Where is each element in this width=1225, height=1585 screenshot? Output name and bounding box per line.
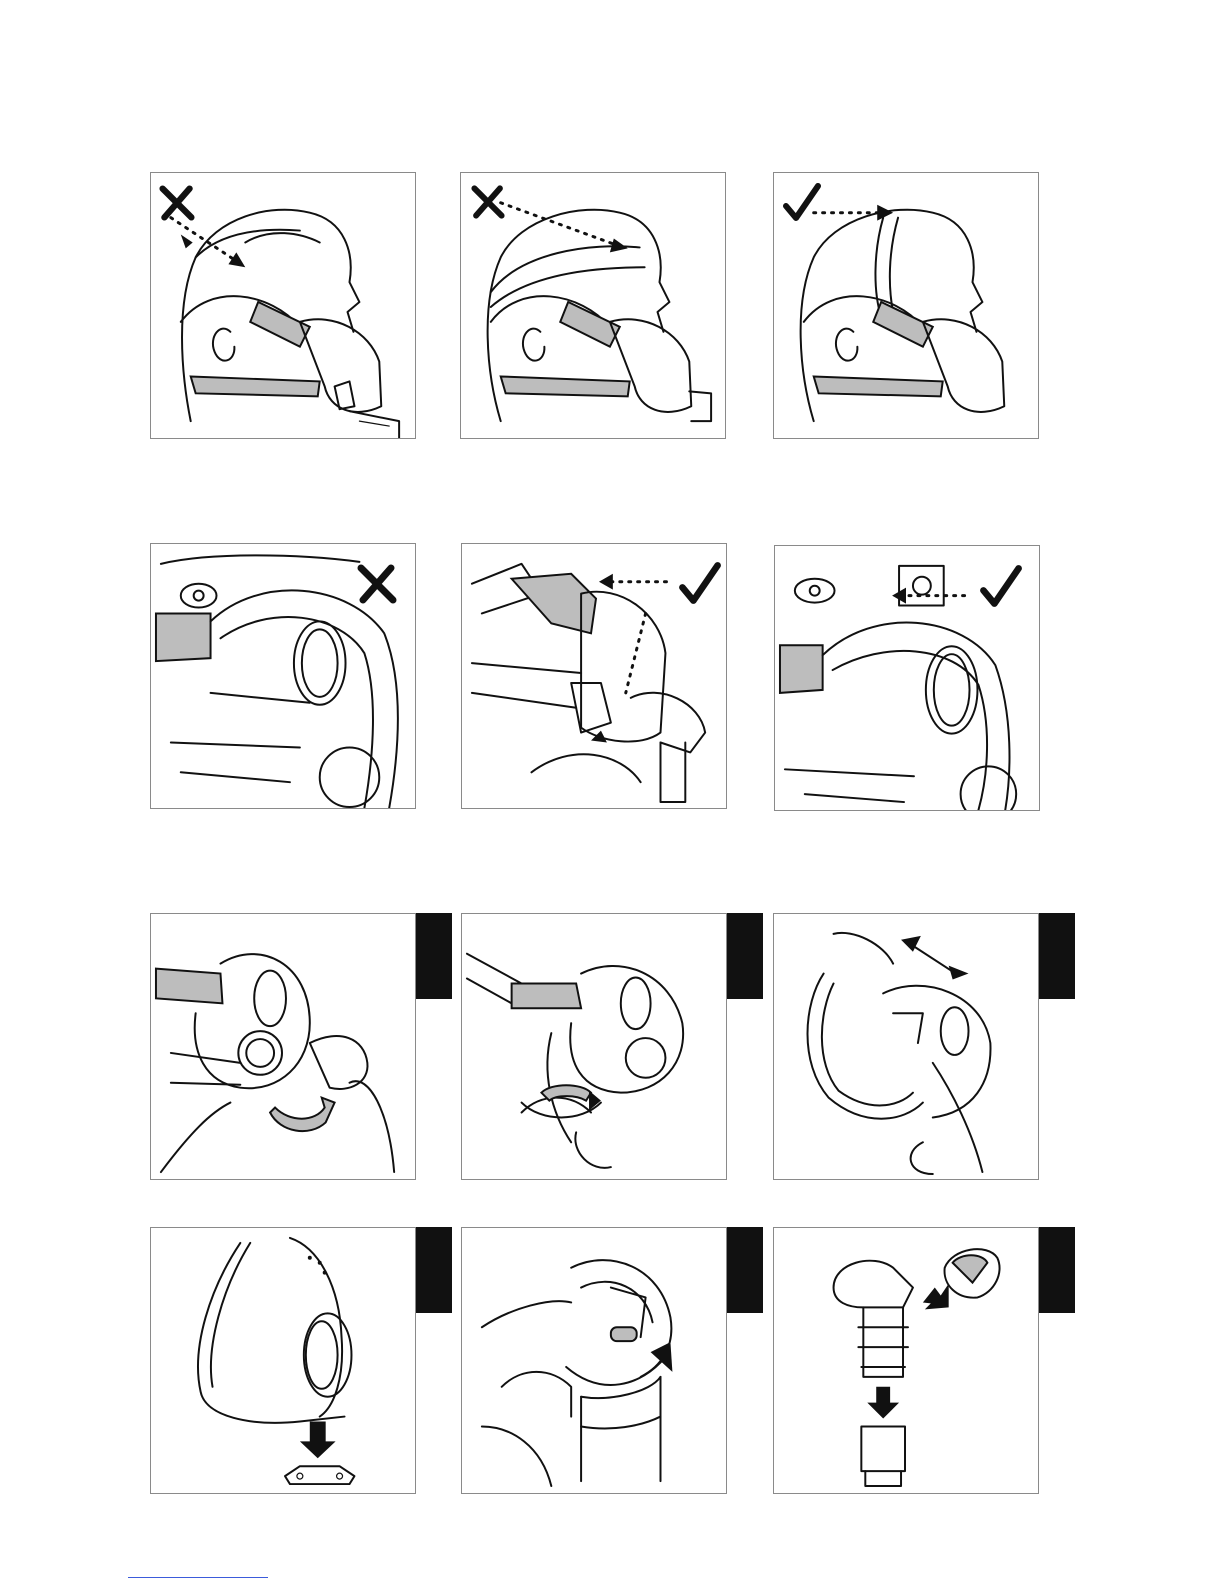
remove-frame-illustration <box>462 914 726 1179</box>
cross-icon <box>471 183 505 221</box>
panel-step-remove-clip <box>150 1227 416 1494</box>
remove-elbow-illustration <box>151 914 415 1179</box>
check-icon <box>782 179 822 225</box>
panel-step-rotate-elbow <box>461 1227 727 1494</box>
detach-swivel-illustration <box>774 1228 1038 1493</box>
panel-forehead-fit-wrong-2 <box>460 172 726 439</box>
step-tab <box>416 913 452 999</box>
panel-step-remove-frame <box>461 913 727 1180</box>
cross-icon <box>159 183 195 223</box>
step-tab <box>1039 913 1075 999</box>
panel-step-detach-swivel <box>773 1227 1039 1494</box>
panel-step-separate-cushion <box>773 913 1039 1180</box>
separate-cushion-illustration <box>774 914 1038 1179</box>
rotate-elbow-illustration <box>462 1228 726 1493</box>
step-tab <box>727 1227 763 1313</box>
footer-rule <box>128 1577 268 1578</box>
step-tab <box>1039 1227 1075 1313</box>
check-icon <box>979 556 1023 616</box>
panel-cushion-fit-correct-1 <box>461 543 727 809</box>
panel-forehead-fit-wrong-1 <box>150 172 416 439</box>
panel-forehead-fit-correct <box>773 172 1039 439</box>
panel-step-remove-elbow <box>150 913 416 1180</box>
panel-cushion-fit-correct-2 <box>774 545 1040 811</box>
step-tab <box>416 1227 452 1313</box>
cross-icon <box>357 558 397 610</box>
remove-clip-illustration <box>151 1228 415 1493</box>
step-tab <box>727 913 763 999</box>
check-icon <box>678 554 722 612</box>
panel-cushion-fit-wrong <box>150 543 416 809</box>
